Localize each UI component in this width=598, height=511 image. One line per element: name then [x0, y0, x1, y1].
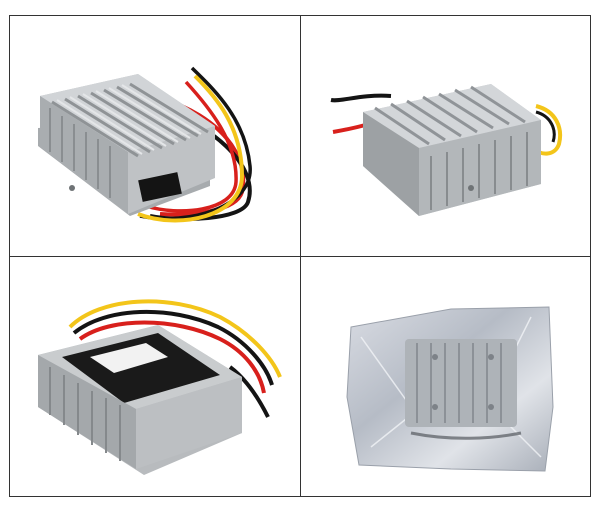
converter-side-illustration: [330, 84, 562, 216]
photo-converter-angled-front: [10, 16, 300, 256]
antistatic-bag-illustration: [346, 306, 554, 472]
converter-label-illustration: [38, 299, 282, 475]
grid-divider-horizontal: [10, 256, 590, 257]
photo-converter-label-side: [10, 257, 300, 496]
photo-converter-angled-side: [301, 16, 590, 256]
product-image-grid: [9, 15, 591, 497]
converter-front-illustration: [38, 66, 252, 223]
photo-converter-in-antistatic-bag: [301, 257, 590, 496]
